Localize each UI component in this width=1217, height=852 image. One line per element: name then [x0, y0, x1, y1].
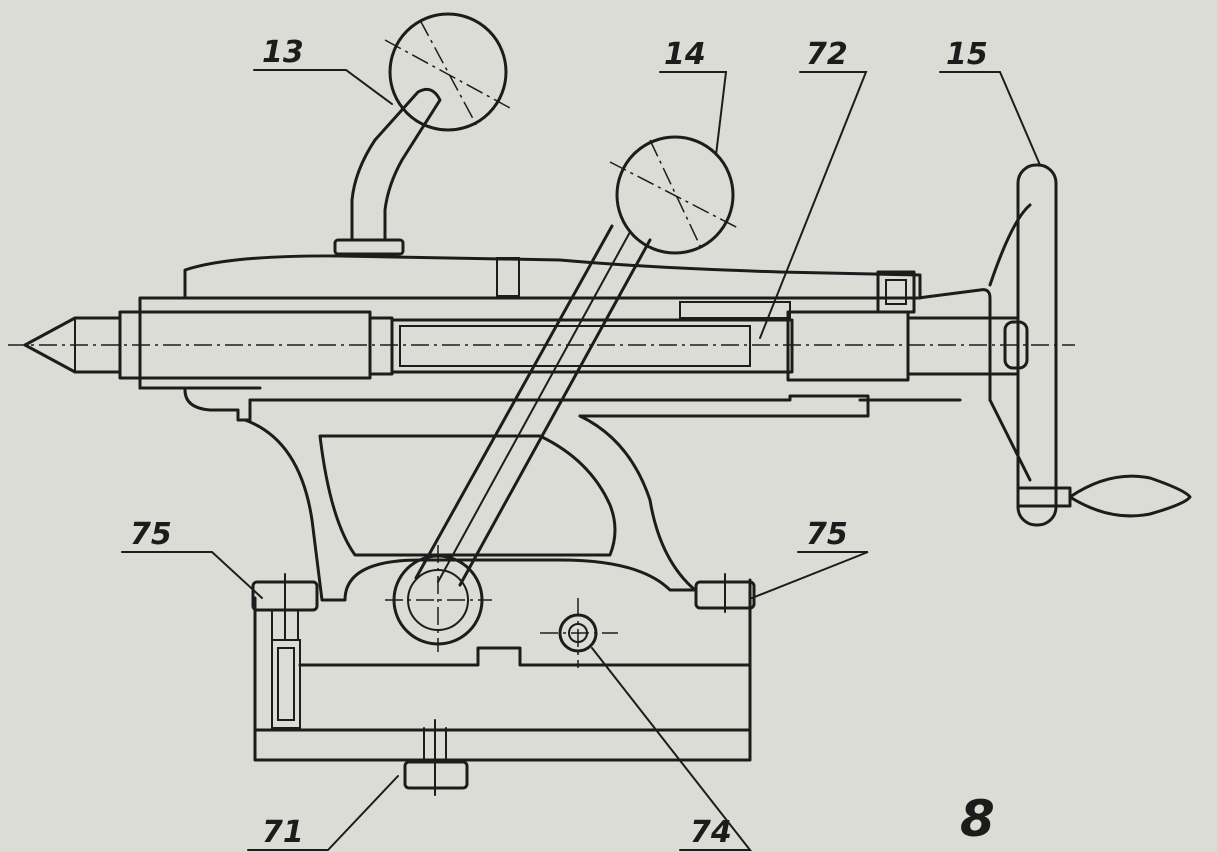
label-74: 74 — [690, 815, 732, 850]
tailstock-body — [138, 254, 962, 602]
bolt-75-right — [694, 573, 756, 613]
figure-number: 8 — [960, 790, 995, 848]
label-71: 71 — [262, 815, 304, 850]
base-plate — [253, 578, 752, 762]
screw-74 — [540, 598, 618, 668]
bolt-71 — [403, 719, 469, 796]
label-75-left: 75 — [130, 517, 172, 552]
clamp-lever-13 — [333, 12, 511, 256]
label-13: 13 — [262, 35, 304, 70]
label-75-right: 75 — [806, 517, 848, 552]
quill — [118, 270, 1020, 402]
label-72: 72 — [806, 37, 848, 72]
locking-lever-14 — [385, 135, 739, 652]
handwheel-15 — [988, 163, 1192, 527]
label-14: 14 — [664, 37, 706, 72]
label-15: 15 — [946, 37, 988, 72]
bolt-75-left — [251, 573, 319, 641]
leader-lines — [121, 69, 1041, 851]
